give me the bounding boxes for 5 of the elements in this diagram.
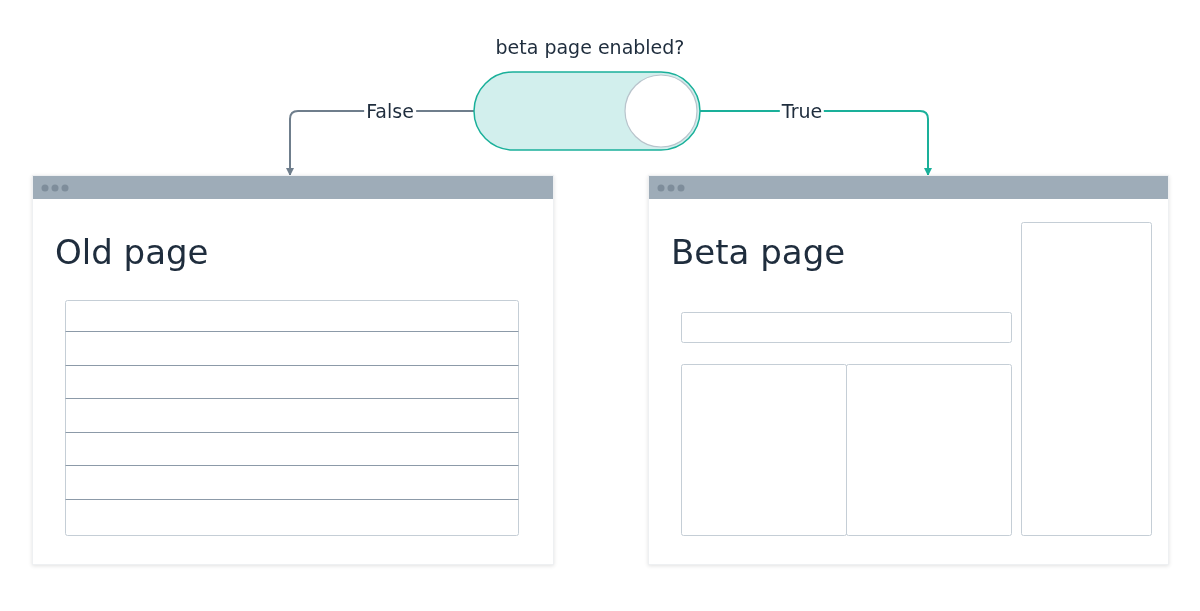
- question-label: beta page enabled?: [495, 36, 685, 58]
- page-title: Beta page: [671, 232, 846, 272]
- page-title: Old page: [55, 232, 209, 272]
- browser-window: [648, 175, 1169, 565]
- browser-window: [32, 175, 554, 565]
